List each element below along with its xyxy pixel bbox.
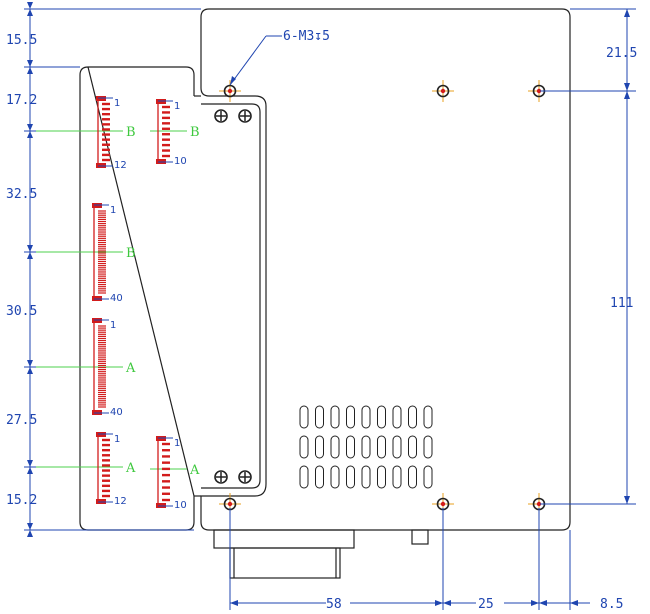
vent-slot xyxy=(408,465,417,489)
connector-label: A xyxy=(125,461,136,476)
vent-slot xyxy=(408,405,417,429)
dim-right-0: 21.5 xyxy=(606,46,637,61)
vent-slot xyxy=(315,405,324,429)
vent-slot xyxy=(361,465,371,489)
connector-label: A xyxy=(125,361,136,376)
dim-left-2: 32.5 xyxy=(6,187,37,202)
vent-slot xyxy=(377,435,386,459)
vent-slot xyxy=(423,435,433,459)
vent-slot xyxy=(315,465,324,489)
vent-slot xyxy=(392,465,402,489)
pin-last-label: 40 xyxy=(110,293,123,304)
vent-slot xyxy=(377,405,386,429)
connector-label: A xyxy=(189,463,200,478)
housing-step-inner xyxy=(201,103,261,489)
vent-slot xyxy=(423,465,433,489)
vent-slot xyxy=(330,465,340,489)
vent-slot xyxy=(299,405,309,429)
vent-slot xyxy=(361,435,371,459)
connector-top-left: B 1 12 xyxy=(30,96,136,171)
pin-first-label: 1 xyxy=(114,434,120,445)
pin-last-label: 40 xyxy=(110,407,123,418)
pin-last-label: 10 xyxy=(174,500,187,511)
dim-left-1: 17.2 xyxy=(6,93,37,108)
pin-first-label: 1 xyxy=(110,205,116,216)
hole-callout-text: 6-M3↧5 xyxy=(283,29,330,44)
dim-bottom-1: 25 xyxy=(478,597,494,612)
main-housing-outline xyxy=(200,8,571,531)
hole-callout: 6-M3↧5 xyxy=(229,29,330,86)
screw-bottom-left xyxy=(214,470,228,484)
pin-last-label: 12 xyxy=(114,496,127,507)
vent-slot xyxy=(361,405,371,429)
right-dimension-chain: 21.5 111 xyxy=(540,8,637,505)
vent-slot xyxy=(346,405,355,429)
vent-slot xyxy=(346,435,355,459)
vent-slot xyxy=(315,435,324,459)
vent-slot xyxy=(330,405,340,429)
pin-first-label: 1 xyxy=(174,101,180,112)
vent-slot xyxy=(392,435,402,459)
vent-slot-grid xyxy=(299,405,433,489)
vent-slot xyxy=(408,435,417,459)
screw-bottom-right xyxy=(238,470,252,484)
connector-mid-upper: B 1 40 xyxy=(30,203,136,304)
pin-first-label: 1 xyxy=(174,438,180,449)
pin-first-label: 1 xyxy=(114,98,120,109)
connector-label: B xyxy=(126,246,136,261)
dim-left-3: 30.5 xyxy=(6,304,37,319)
vent-slot xyxy=(299,465,309,489)
m3-hole xyxy=(219,80,241,102)
dim-bottom-0: 58 xyxy=(326,597,342,612)
connector-top-right: B 1 10 xyxy=(150,99,200,167)
vent-slot xyxy=(377,465,386,489)
vent-slot xyxy=(330,435,340,459)
connector-bottom-left: A 1 12 xyxy=(30,432,136,507)
dim-left-0: 15.5 xyxy=(6,33,37,48)
connector-bottom-right: A 1 10 xyxy=(150,436,200,511)
dim-left-4: 27.5 xyxy=(6,413,37,428)
connector-label: B xyxy=(190,125,200,140)
vent-slot xyxy=(299,435,309,459)
dsub-connector xyxy=(213,529,429,579)
screw-top-right xyxy=(238,109,252,123)
m3-holes xyxy=(219,80,550,515)
left-dimension-chain: 15.5 17.2 32.5 30.5 27.5 15.2 xyxy=(6,2,201,537)
screw-top-left xyxy=(214,109,228,123)
connector-label: B xyxy=(126,125,136,140)
m3-hole xyxy=(432,80,454,102)
pin-last-label: 12 xyxy=(114,160,127,171)
dim-right-1: 111 xyxy=(610,296,633,311)
bottom-dimension-chain: 58 25 8.5 xyxy=(229,508,636,612)
pin-last-label: 10 xyxy=(174,156,187,167)
vent-slot xyxy=(392,405,402,429)
vent-slot xyxy=(346,465,355,489)
vent-slot xyxy=(423,405,433,429)
dim-left-5: 15.2 xyxy=(6,493,37,508)
connector-board-outline xyxy=(79,66,195,531)
pin-first-label: 1 xyxy=(110,320,116,331)
dim-bottom-2: 8.5 xyxy=(600,597,623,612)
connector-mid-lower: A 1 40 xyxy=(30,318,136,418)
